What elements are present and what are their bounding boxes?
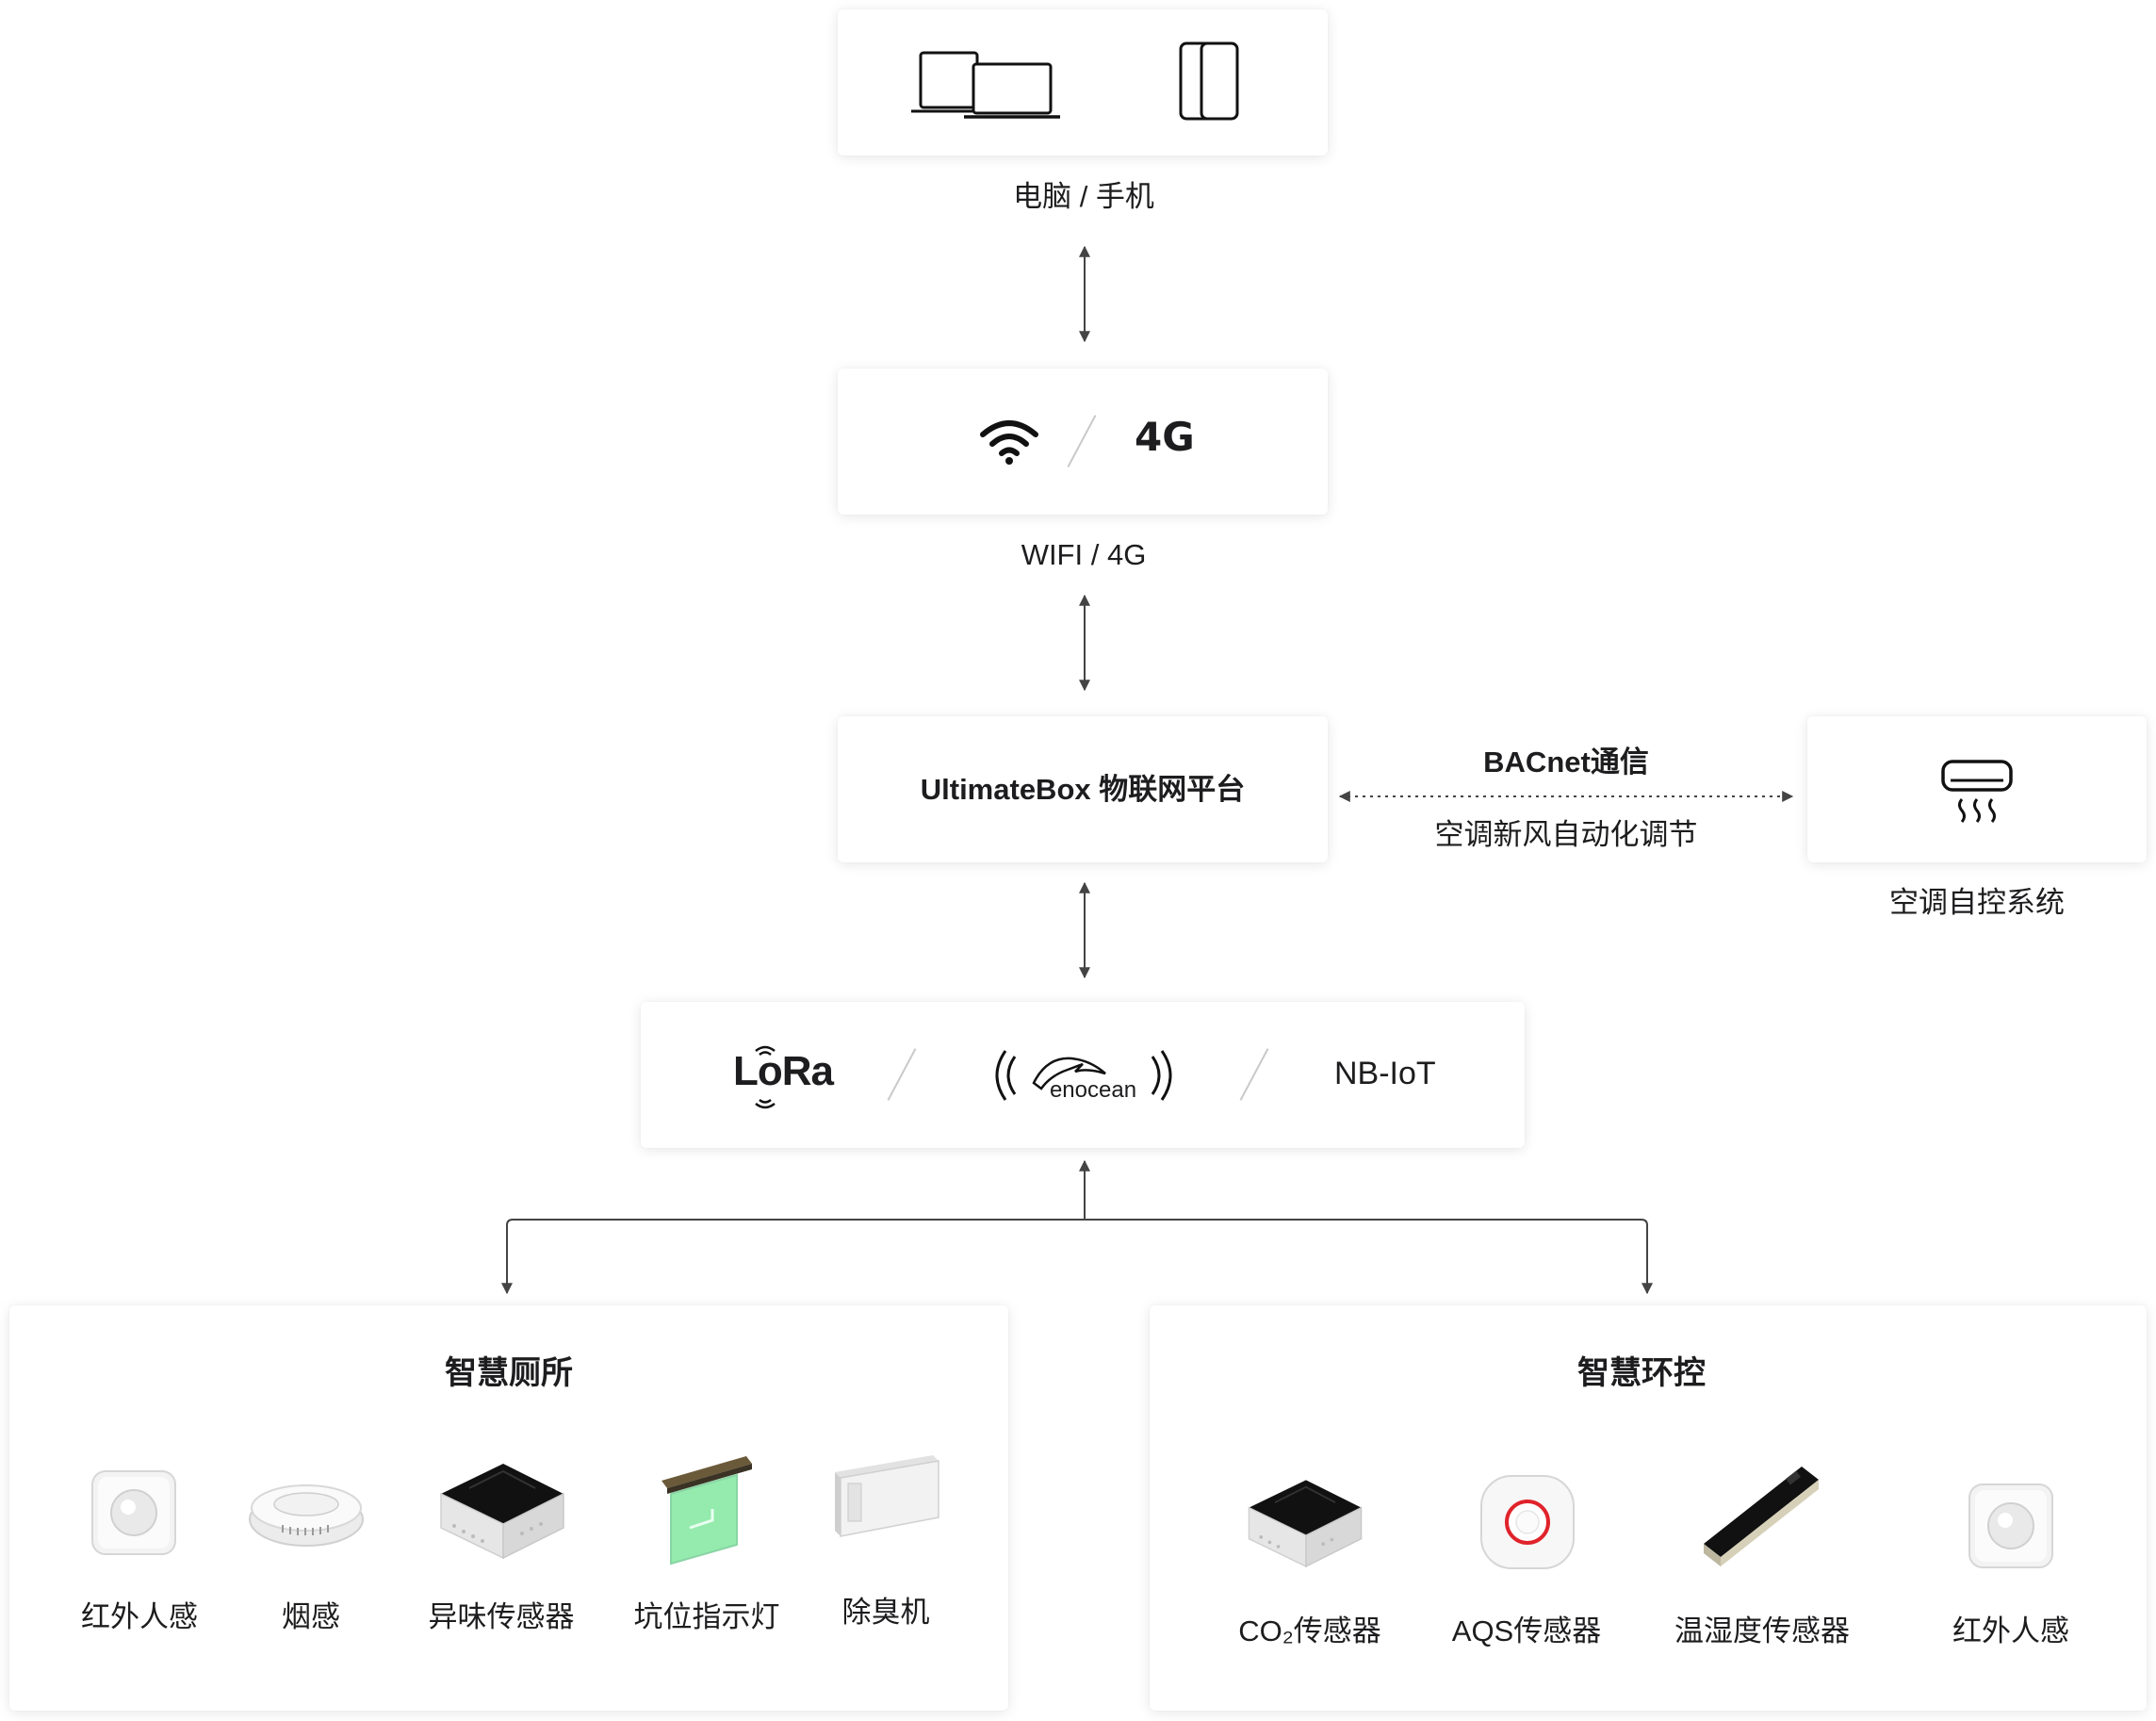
smart-env-title: 智慧环控	[1577, 1355, 1706, 1391]
co2-sensor-icon	[1248, 1480, 1363, 1568]
infrared-sensor-icon	[1968, 1483, 2053, 1568]
ac-card	[1807, 716, 2147, 862]
dolphin-icon	[1032, 1057, 1106, 1090]
infrared-sensor-icon	[91, 1470, 176, 1555]
device-card	[838, 9, 1328, 156]
device-label: CO₂传感器	[1238, 1614, 1381, 1647]
enocean-logo: enocean	[1049, 1077, 1137, 1103]
lora-logo: LoRa	[733, 1048, 834, 1094]
indicator-light-icon	[662, 1456, 752, 1565]
divider-slash	[1067, 415, 1097, 467]
lora-signal-icon	[755, 1045, 776, 1109]
device-label: 电脑 / 手机	[1013, 180, 1154, 213]
device-label: AQS传感器	[1451, 1614, 1602, 1647]
smart-toilet-title: 智慧厕所	[445, 1355, 573, 1391]
ac-system-label: 空调自控系统	[1889, 886, 2065, 919]
odor-sensor-icon	[440, 1464, 564, 1560]
device-label: 异味传感器	[428, 1600, 575, 1633]
smart-env-card: 智慧环控 CO₂传感器 AQS传感器 温湿度传感器 红外人感	[1150, 1305, 2147, 1711]
aqs-sensor-icon	[1480, 1475, 1575, 1569]
divider-slash	[887, 1048, 917, 1101]
device-label: 红外人感	[1952, 1614, 2069, 1647]
device-label: 烟感	[282, 1600, 340, 1633]
laptop-icon	[911, 51, 1060, 119]
branch-line	[506, 1219, 1648, 1293]
platform-card: UltimateBox 物联网平台	[838, 716, 1328, 862]
bacnet-label: BACnet通信	[1483, 746, 1649, 779]
wifi-icon	[980, 420, 1038, 465]
smoke-detector-icon	[249, 1484, 364, 1547]
protocol-card: LoRa enocean NB-IoT	[641, 1002, 1525, 1148]
air-conditioner-icon	[1941, 760, 2013, 823]
ac-fresh-air-label: 空调新风自动化调节	[1434, 818, 1698, 851]
4g-badge: 4G	[1135, 414, 1195, 460]
smart-toilet-card: 智慧厕所 红外人感 烟感 异味传感器 坑位指示灯	[9, 1305, 1008, 1711]
network-label: WIFI / 4G	[1021, 538, 1147, 571]
deodorizer-icon	[835, 1455, 939, 1537]
device-label: 除臭机	[841, 1596, 930, 1629]
phone-icon	[1179, 41, 1239, 121]
enocean-wave-icon	[995, 1050, 1172, 1101]
network-card: 4G	[838, 369, 1328, 515]
device-label: 温湿度传感器	[1674, 1614, 1850, 1647]
platform-title: UltimateBox 物联网平台	[920, 773, 1246, 806]
nbiot-label: NB-IoT	[1334, 1056, 1436, 1091]
temp-humidity-sensor-icon	[1704, 1467, 1819, 1566]
divider-slash	[1239, 1048, 1269, 1101]
device-label: 坑位指示灯	[633, 1600, 780, 1633]
device-label: 红外人感	[81, 1600, 198, 1633]
